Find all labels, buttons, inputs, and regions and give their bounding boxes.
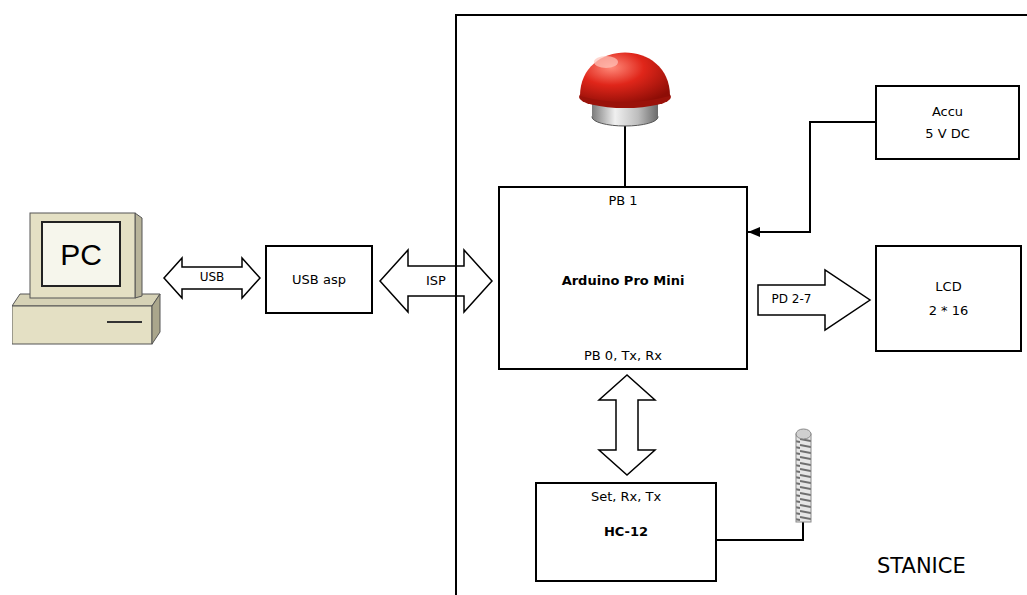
box-label: LCD 2 * 16 <box>929 275 969 323</box>
module-box: Accu 5 V DC <box>875 85 1020 160</box>
button-highlight <box>594 56 618 68</box>
box-label: PC <box>60 237 102 273</box>
block-arrow <box>758 270 870 330</box>
block-arrow <box>380 250 492 312</box>
pc-icon <box>12 210 162 348</box>
module-box: PB 1 Arduino Pro Mini PB 0, Tx, Rx <box>498 186 748 370</box>
antenna-coil <box>796 434 811 522</box>
block-arrow <box>164 258 260 298</box>
station-enclosure: STANICE PB 1 Arduino Pro Mini PB 0, Tx, Rx A… <box>455 14 1027 595</box>
box-label: Arduino Pro Mini <box>562 273 685 289</box>
text-line: 5 V DC <box>925 123 970 145</box>
pc-monitor <box>30 213 135 298</box>
box-label: Accu 5 V DC <box>925 101 970 145</box>
block-arrow <box>599 375 655 475</box>
pc-base-front <box>12 306 152 344</box>
computer-icon: PC <box>12 210 162 348</box>
box-label: HC-12 <box>604 524 648 540</box>
power-line <box>748 122 875 232</box>
text-line: 2 * 16 <box>929 299 969 323</box>
button-cap <box>580 53 670 103</box>
antenna-wire <box>717 520 803 540</box>
box-label: PB 0, Tx, Rx <box>584 348 662 364</box>
box-label: USB asp <box>292 272 346 288</box>
module-box: LCD 2 * 16 <box>875 245 1022 352</box>
pc-monitor-side <box>135 213 142 298</box>
antenna-tip <box>796 429 811 439</box>
text-line: LCD <box>929 275 969 299</box>
module-box: USB asp <box>265 245 373 314</box>
connector-label: USB <box>198 271 227 284</box>
button-wire <box>624 122 626 186</box>
connector-label: PD 2-7 <box>770 293 814 306</box>
pc-drive-slot <box>107 321 142 323</box>
pin-label: Set, Rx, Tx <box>591 489 661 505</box>
module-box: Set, Rx, Tx HC-12 <box>535 482 717 582</box>
region-title: STANICE <box>877 554 966 579</box>
connector-label: ISP <box>424 274 448 288</box>
text-line: Accu <box>925 101 970 123</box>
pc-base-side <box>152 294 160 344</box>
pin-label: PB 1 <box>608 193 637 209</box>
pc-screen <box>42 222 120 286</box>
